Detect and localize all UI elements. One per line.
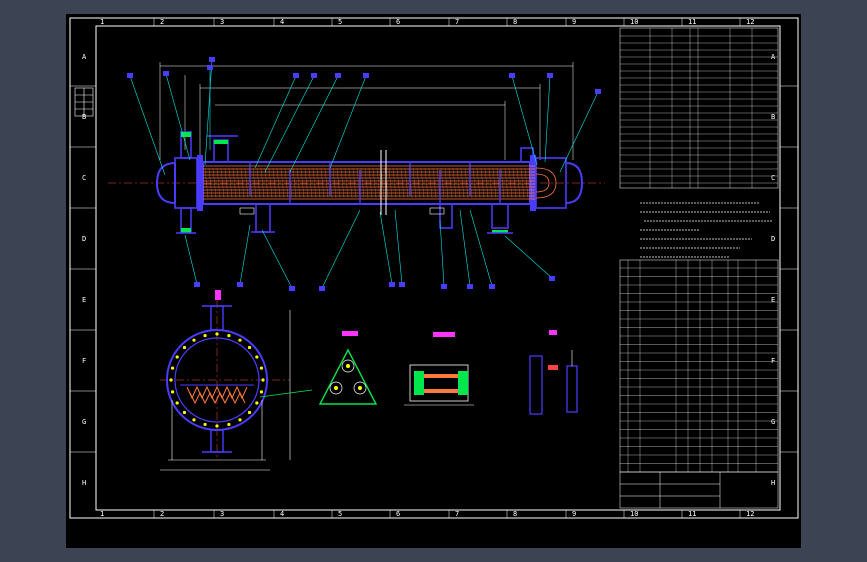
- column-mark: 9: [572, 18, 576, 26]
- inner-frame: [95, 25, 781, 511]
- column-mark: 1: [100, 510, 104, 518]
- row-mark: B: [771, 113, 775, 121]
- row-mark: E: [771, 296, 775, 304]
- gasket-detail: [529, 330, 578, 415]
- part-balloon-marker: [237, 282, 243, 287]
- drawing-sheet: [66, 14, 801, 548]
- column-mark: 5: [338, 18, 342, 26]
- title-block: [620, 472, 721, 508]
- part-balloon-marker: [363, 73, 369, 78]
- column-mark: 4: [280, 510, 284, 518]
- column-mark: 6: [396, 510, 400, 518]
- row-mark: D: [771, 235, 775, 243]
- column-mark: 3: [220, 510, 224, 518]
- part-balloon-marker: [207, 65, 213, 70]
- column-mark: 10: [630, 18, 638, 26]
- part-leader-lines: [129, 59, 599, 289]
- column-mark: 8: [513, 18, 517, 26]
- column-mark: 6: [396, 18, 400, 26]
- column-mark: 9: [572, 510, 576, 518]
- part-balloon-marker: [289, 286, 295, 291]
- heat-exchanger-front-view: [108, 57, 605, 291]
- part-balloon-marker: [293, 73, 299, 78]
- column-mark: 8: [513, 510, 517, 518]
- part-balloon-marker: [127, 73, 133, 78]
- heat-exchanger-end-view: [160, 290, 313, 471]
- tube-bundle: [203, 165, 536, 200]
- column-mark: 3: [220, 18, 224, 26]
- part-balloon-marker: [389, 282, 395, 287]
- part-balloon-marker: [509, 73, 515, 78]
- column-mark: 7: [455, 510, 459, 518]
- part-balloon-marker: [467, 284, 473, 289]
- outer-frame: [69, 17, 799, 519]
- table-grid: [620, 28, 778, 472]
- flange-bolt-circle: [169, 332, 265, 428]
- part-balloon-marker: [549, 276, 555, 281]
- part-balloon-marker: [163, 71, 169, 76]
- technical-notes: [640, 202, 772, 258]
- row-mark: G: [771, 418, 775, 426]
- column-mark: 10: [630, 510, 638, 518]
- part-balloon-marker: [319, 286, 325, 291]
- column-mark: 11: [688, 510, 696, 518]
- part-balloon-marker: [209, 57, 215, 62]
- column-mark: 11: [688, 18, 696, 26]
- row-mark: A: [82, 53, 87, 61]
- row-markers-left: A B C D E F G H: [70, 53, 96, 487]
- column-mark: 12: [746, 510, 754, 518]
- part-balloon-marker: [399, 282, 405, 287]
- column-mark: 2: [160, 18, 164, 26]
- part-balloon-marker: [595, 89, 601, 94]
- part-balloons: [127, 57, 601, 291]
- part-balloon-marker: [441, 284, 447, 289]
- baffle-section-detail: [404, 332, 474, 406]
- row-mark: H: [82, 479, 86, 487]
- part-balloon-marker: [335, 73, 341, 78]
- part-balloon-marker: [489, 284, 495, 289]
- part-balloon-marker: [547, 73, 553, 78]
- triangular-tube-pitch-detail: [318, 331, 378, 405]
- row-mark: E: [82, 296, 86, 304]
- row-mark: F: [771, 357, 775, 365]
- row-mark: C: [82, 174, 86, 182]
- column-mark: 2: [160, 510, 164, 518]
- column-mark: 5: [338, 510, 342, 518]
- part-balloon-marker: [194, 282, 200, 287]
- specification-tables: [619, 27, 779, 509]
- column-mark: 7: [455, 18, 459, 26]
- row-mark: C: [771, 174, 775, 182]
- row-mark: B: [82, 113, 86, 121]
- row-mark: D: [82, 235, 86, 243]
- column-mark: 12: [746, 18, 754, 26]
- row-mark: F: [82, 357, 86, 365]
- part-balloon-marker: [311, 73, 317, 78]
- row-mark: G: [82, 418, 86, 426]
- revision-strip: [74, 87, 94, 117]
- column-mark: 1: [100, 18, 104, 26]
- column-mark: 4: [280, 18, 284, 26]
- row-mark: H: [771, 479, 775, 487]
